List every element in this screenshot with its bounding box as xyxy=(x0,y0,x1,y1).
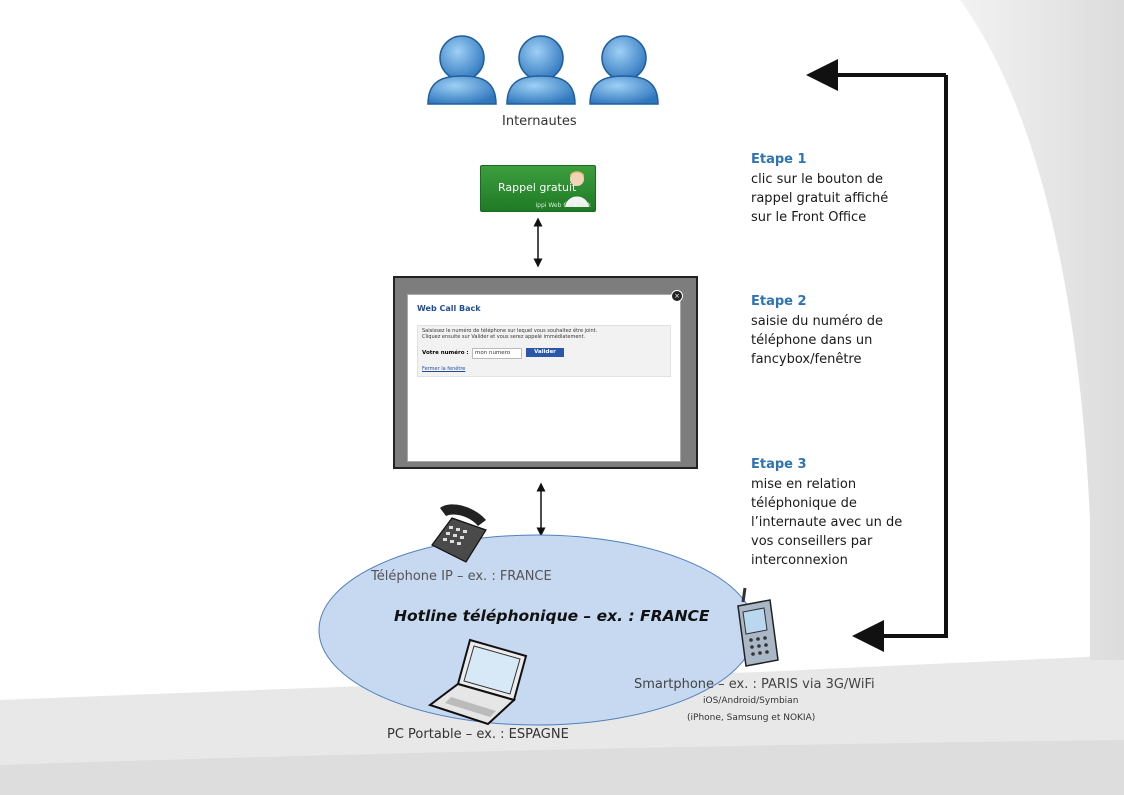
mobile-phone-icon xyxy=(737,587,779,667)
wcb-help-line-2: Cliquez ensuite sur Valider et vous sere… xyxy=(422,334,586,340)
web-call-back-modal: Web Call Back Saisissez le numéro de tél… xyxy=(407,294,681,462)
wcb-number-input[interactable]: mon numero xyxy=(472,348,522,359)
step-1-title: Etape 1 xyxy=(751,152,807,167)
step-2-text: saisie du numéro de téléphone dans un fa… xyxy=(751,312,926,369)
wcb-title: Web Call Back xyxy=(417,304,481,313)
laptop-label: PC Portable – ex. : ESPAGNE xyxy=(387,727,569,742)
step-3-line: l’internaute avec un de xyxy=(751,515,903,530)
wcb-number-label: Votre numéro : xyxy=(422,350,469,356)
step-1-line: sur le Front Office xyxy=(751,210,867,225)
smartphone-os: iOS/Android/Symbian xyxy=(703,696,799,706)
rappel-gratuit-label: Rappel gratuit xyxy=(498,181,577,194)
step-2-line: fancybox/fenêtre xyxy=(751,352,862,367)
hotline-ellipse xyxy=(318,534,756,726)
step-1-line: clic sur le bouton de xyxy=(751,172,883,187)
web-call-back-screenshot: Web Call Back Saisissez le numéro de tél… xyxy=(393,276,698,469)
step-2-title: Etape 2 xyxy=(751,294,807,309)
hotline-label: Hotline téléphonique – ex. : FRANCE xyxy=(394,607,710,625)
step-3-line: interconnexion xyxy=(751,553,848,568)
wcb-close-link[interactable]: Fermer la fenêtre xyxy=(422,366,466,372)
agent-avatar xyxy=(565,171,589,207)
user-icon-2 xyxy=(506,35,576,105)
desk-phone-icon xyxy=(431,504,487,563)
step-1-text: clic sur le bouton de rappel gratuit aff… xyxy=(751,170,926,227)
step-3-line: mise en relation xyxy=(751,477,857,492)
step-3-line: téléphonique de xyxy=(751,496,857,511)
wcb-help-text: Saisissez le numéro de téléphone sur leq… xyxy=(422,328,662,340)
step-3-title: Etape 3 xyxy=(751,457,807,472)
rappel-sublabel: ippi Web Call Back xyxy=(535,202,591,209)
step-1-line: rappel gratuit affiché xyxy=(751,191,889,206)
users-label: Internautes xyxy=(502,114,577,129)
close-icon[interactable]: × xyxy=(671,290,683,302)
smartphone-label: Smartphone – ex. : PARIS via 3G/WiFi xyxy=(634,677,875,692)
rappel-gratuit-button[interactable]: Rappel gratuit ippi Web Call Back xyxy=(480,165,596,212)
step-2-line: saisie du numéro de xyxy=(751,314,884,329)
user-icon-1 xyxy=(427,35,497,105)
step-3-line: vos conseillers par xyxy=(751,534,873,549)
user-icon-3 xyxy=(589,35,659,105)
ip-phone-label: Téléphone IP – ex. : FRANCE xyxy=(371,569,552,584)
step-3-text: mise en relation téléphonique de l’inter… xyxy=(751,475,926,570)
wcb-help-line-1: Saisissez le numéro de téléphone sur leq… xyxy=(422,328,598,334)
smartphone-brands: (iPhone, Samsung et NOKIA) xyxy=(687,713,816,723)
wcb-form: Saisissez le numéro de téléphone sur leq… xyxy=(417,325,671,377)
wcb-valider-button[interactable]: Valider xyxy=(526,348,564,357)
step-2-line: téléphone dans un xyxy=(751,333,873,348)
flow-loop-arrow xyxy=(852,75,948,652)
laptop-icon xyxy=(427,638,528,726)
